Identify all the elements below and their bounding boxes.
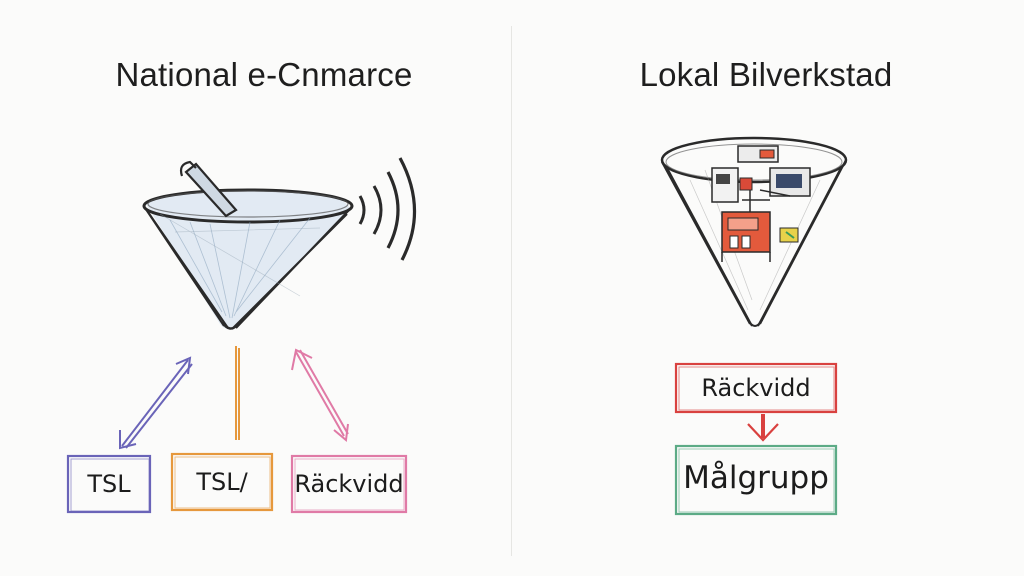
right-funnel [660, 136, 848, 327]
box-tsl [66, 454, 152, 514]
signal-waves-icon [358, 157, 417, 261]
arrow-to-rackvidd [291, 348, 349, 442]
wrench-icon [179, 160, 238, 218]
workshop-machinery-icon [711, 145, 811, 262]
panel-divider [511, 26, 512, 556]
left-funnel-rim [142, 188, 354, 224]
arrow-to-malgrupp [747, 414, 779, 442]
box-rackvidd-left [290, 454, 408, 514]
left-funnel-body [146, 190, 350, 330]
right-panel-title: Lokal Bilverkstad [639, 56, 893, 93]
box-malgrupp [674, 444, 838, 516]
arrow-to-tsl [119, 356, 193, 450]
left-funnel [142, 188, 354, 330]
arrow-to-tsl-slash [235, 346, 240, 440]
box-rackvidd-right [674, 362, 838, 414]
box-rackvidd-right-label: Räckvidd [701, 374, 811, 402]
box-tsl-label: TSL [87, 470, 131, 498]
left-panel-title: National e-Cnmarce [115, 56, 413, 93]
box-tsl-slash [170, 452, 274, 512]
box-tsl-slash-label: TSL/ [196, 468, 248, 496]
box-rackvidd-left-label: Räckvidd [294, 470, 404, 498]
box-malgrupp-label: Målgrupp [683, 460, 829, 496]
